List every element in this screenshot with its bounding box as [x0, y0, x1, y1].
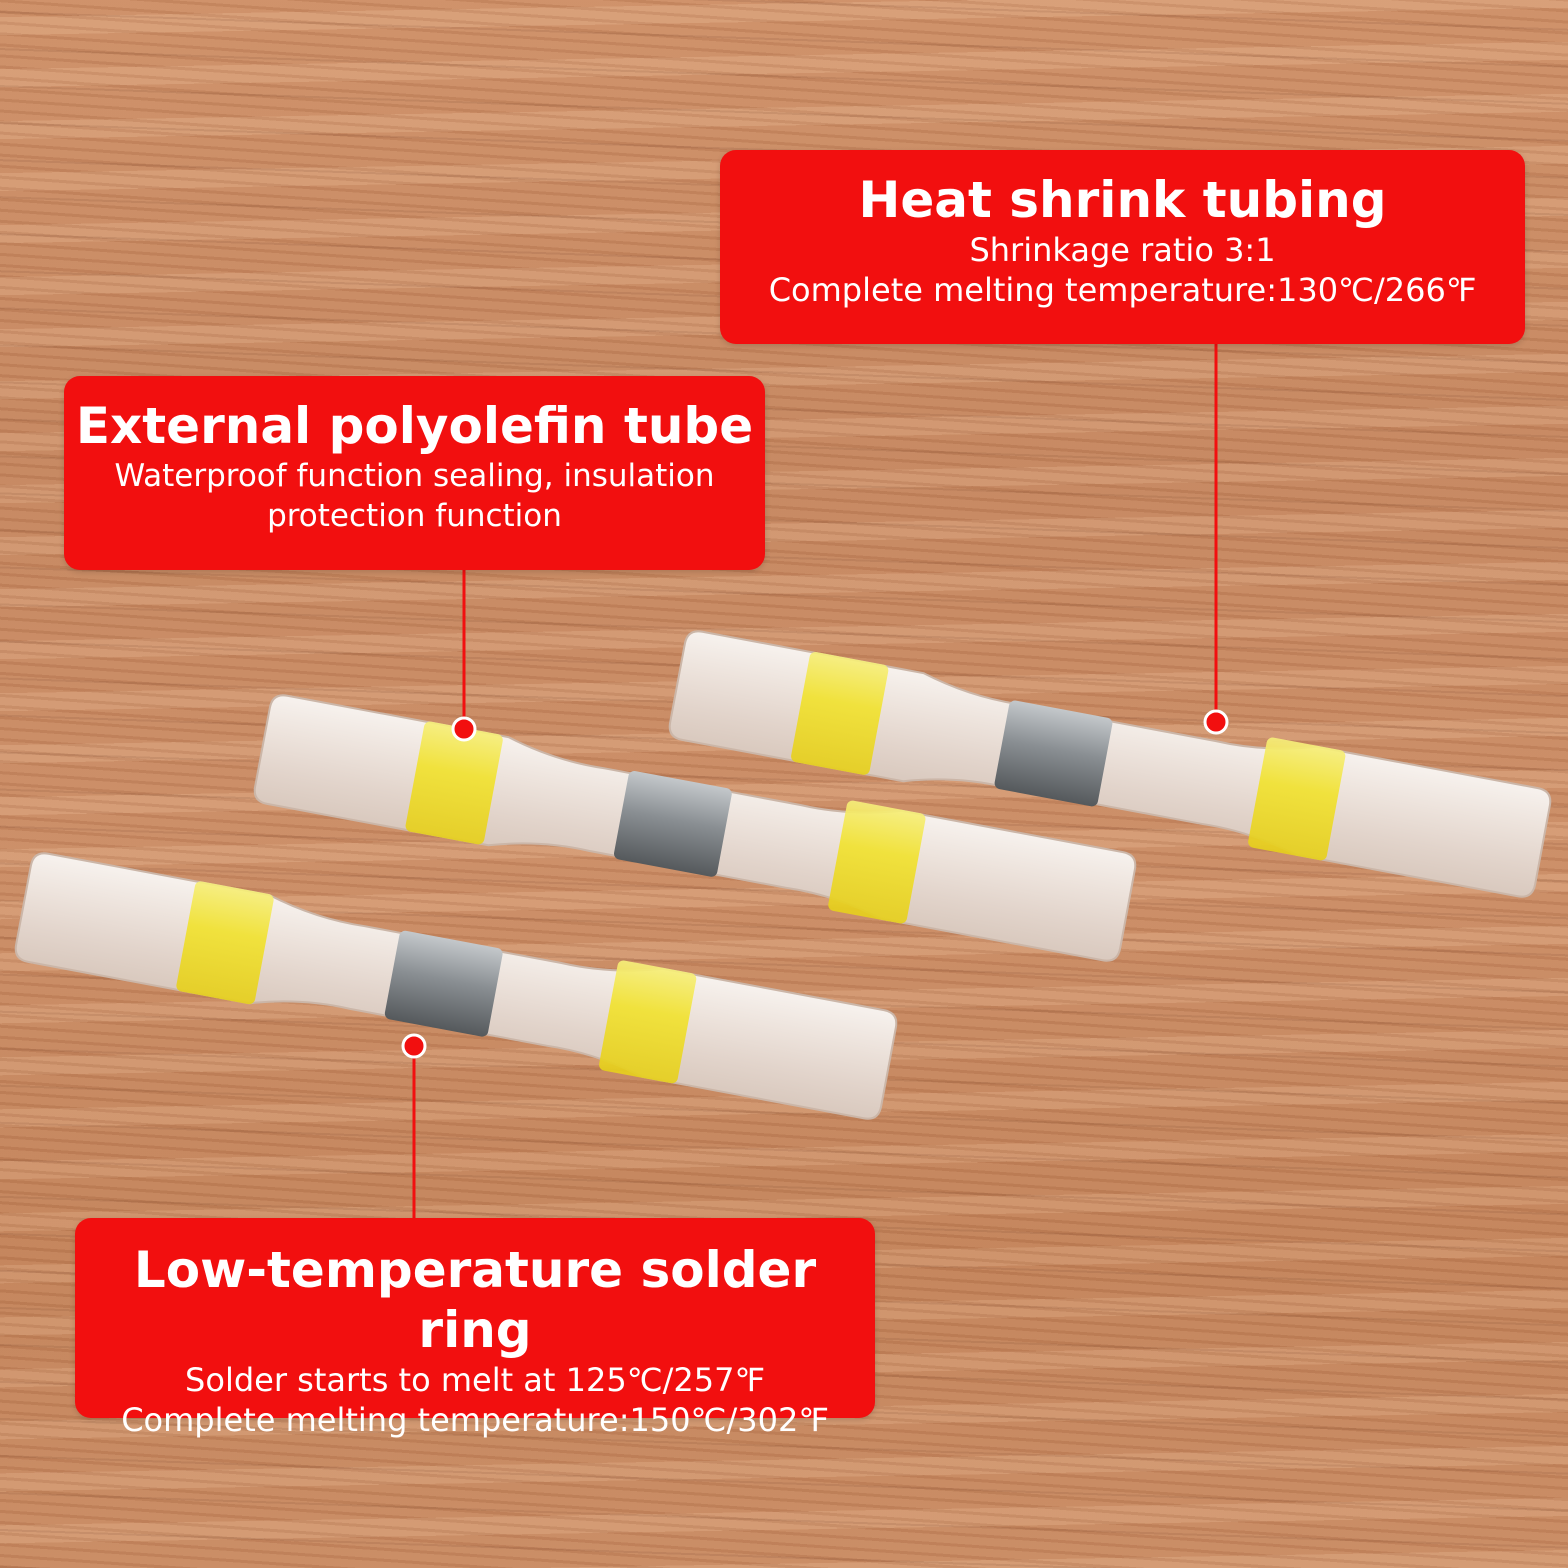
tube-middle	[253, 694, 1137, 962]
callout-title: Heat shrink tubing	[858, 171, 1387, 229]
callout-line: Shrinkage ratio 3:1	[969, 231, 1276, 269]
callout-line: Complete melting temperature:130℃/266℉	[768, 271, 1477, 309]
sealant-ring-left	[176, 881, 274, 1005]
tube-back-right	[668, 630, 1552, 898]
solder-ring	[384, 930, 503, 1037]
callout-line: Solder starts to melt at 125℃/257℉	[185, 1361, 765, 1399]
sealant-ring-right	[828, 800, 926, 924]
callout-title: External polyolefin tube	[75, 397, 754, 455]
callout-line: Complete melting temperature:150℃/302℉	[121, 1401, 829, 1439]
tube-front-left	[14, 852, 898, 1120]
sealant-ring-left	[791, 652, 889, 775]
pointer-dot-icon	[401, 1033, 427, 1059]
solder-ring	[994, 700, 1113, 807]
callout-line: protection function	[267, 498, 562, 534]
callout-heat-shrink-tubing: Heat shrink tubing Shrinkage ratio 3:1 C…	[720, 150, 1525, 344]
pointer-dot-icon	[1203, 709, 1229, 735]
sealant-ring-left	[405, 721, 503, 845]
sealant-ring-right	[599, 960, 697, 1084]
callout-low-temperature-solder-ring: Low-temperature solder ring Solder start…	[75, 1218, 875, 1439]
pointer-dot-icon	[451, 716, 477, 742]
callout-line: Waterproof function sealing, insulation	[114, 458, 715, 494]
solder-ring	[614, 770, 732, 877]
sealant-ring-right	[1248, 737, 1346, 861]
callout-title: Low-temperature solder ring	[133, 1241, 817, 1359]
callout-external-polyolefin-tube: External polyolefin tube Waterproof func…	[64, 376, 765, 570]
